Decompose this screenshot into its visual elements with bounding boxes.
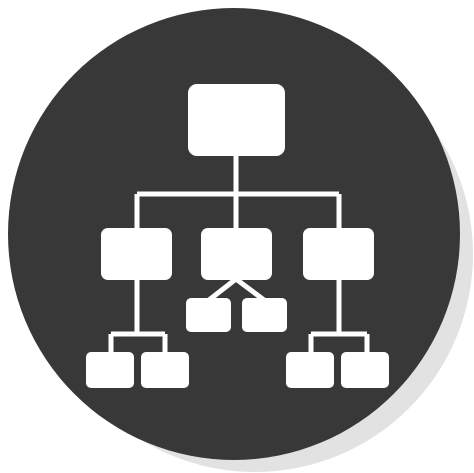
connector-center-diag-right xyxy=(234,277,266,302)
chart-nodes xyxy=(86,84,389,388)
node-center-child-right xyxy=(242,298,287,332)
connector-lines xyxy=(108,153,370,354)
node-center-child-left xyxy=(186,298,231,332)
node-right-child-b xyxy=(341,352,389,388)
node-left-child-a xyxy=(86,352,134,388)
node-right-child-a xyxy=(286,352,334,388)
node-level1-center xyxy=(201,228,272,280)
node-left-child-b xyxy=(141,352,189,388)
node-level1-right xyxy=(303,228,374,280)
node-root xyxy=(188,84,285,156)
node-level1-left xyxy=(101,228,172,280)
connector-center-diag-left xyxy=(207,277,238,302)
org-chart-glyph xyxy=(86,84,389,388)
